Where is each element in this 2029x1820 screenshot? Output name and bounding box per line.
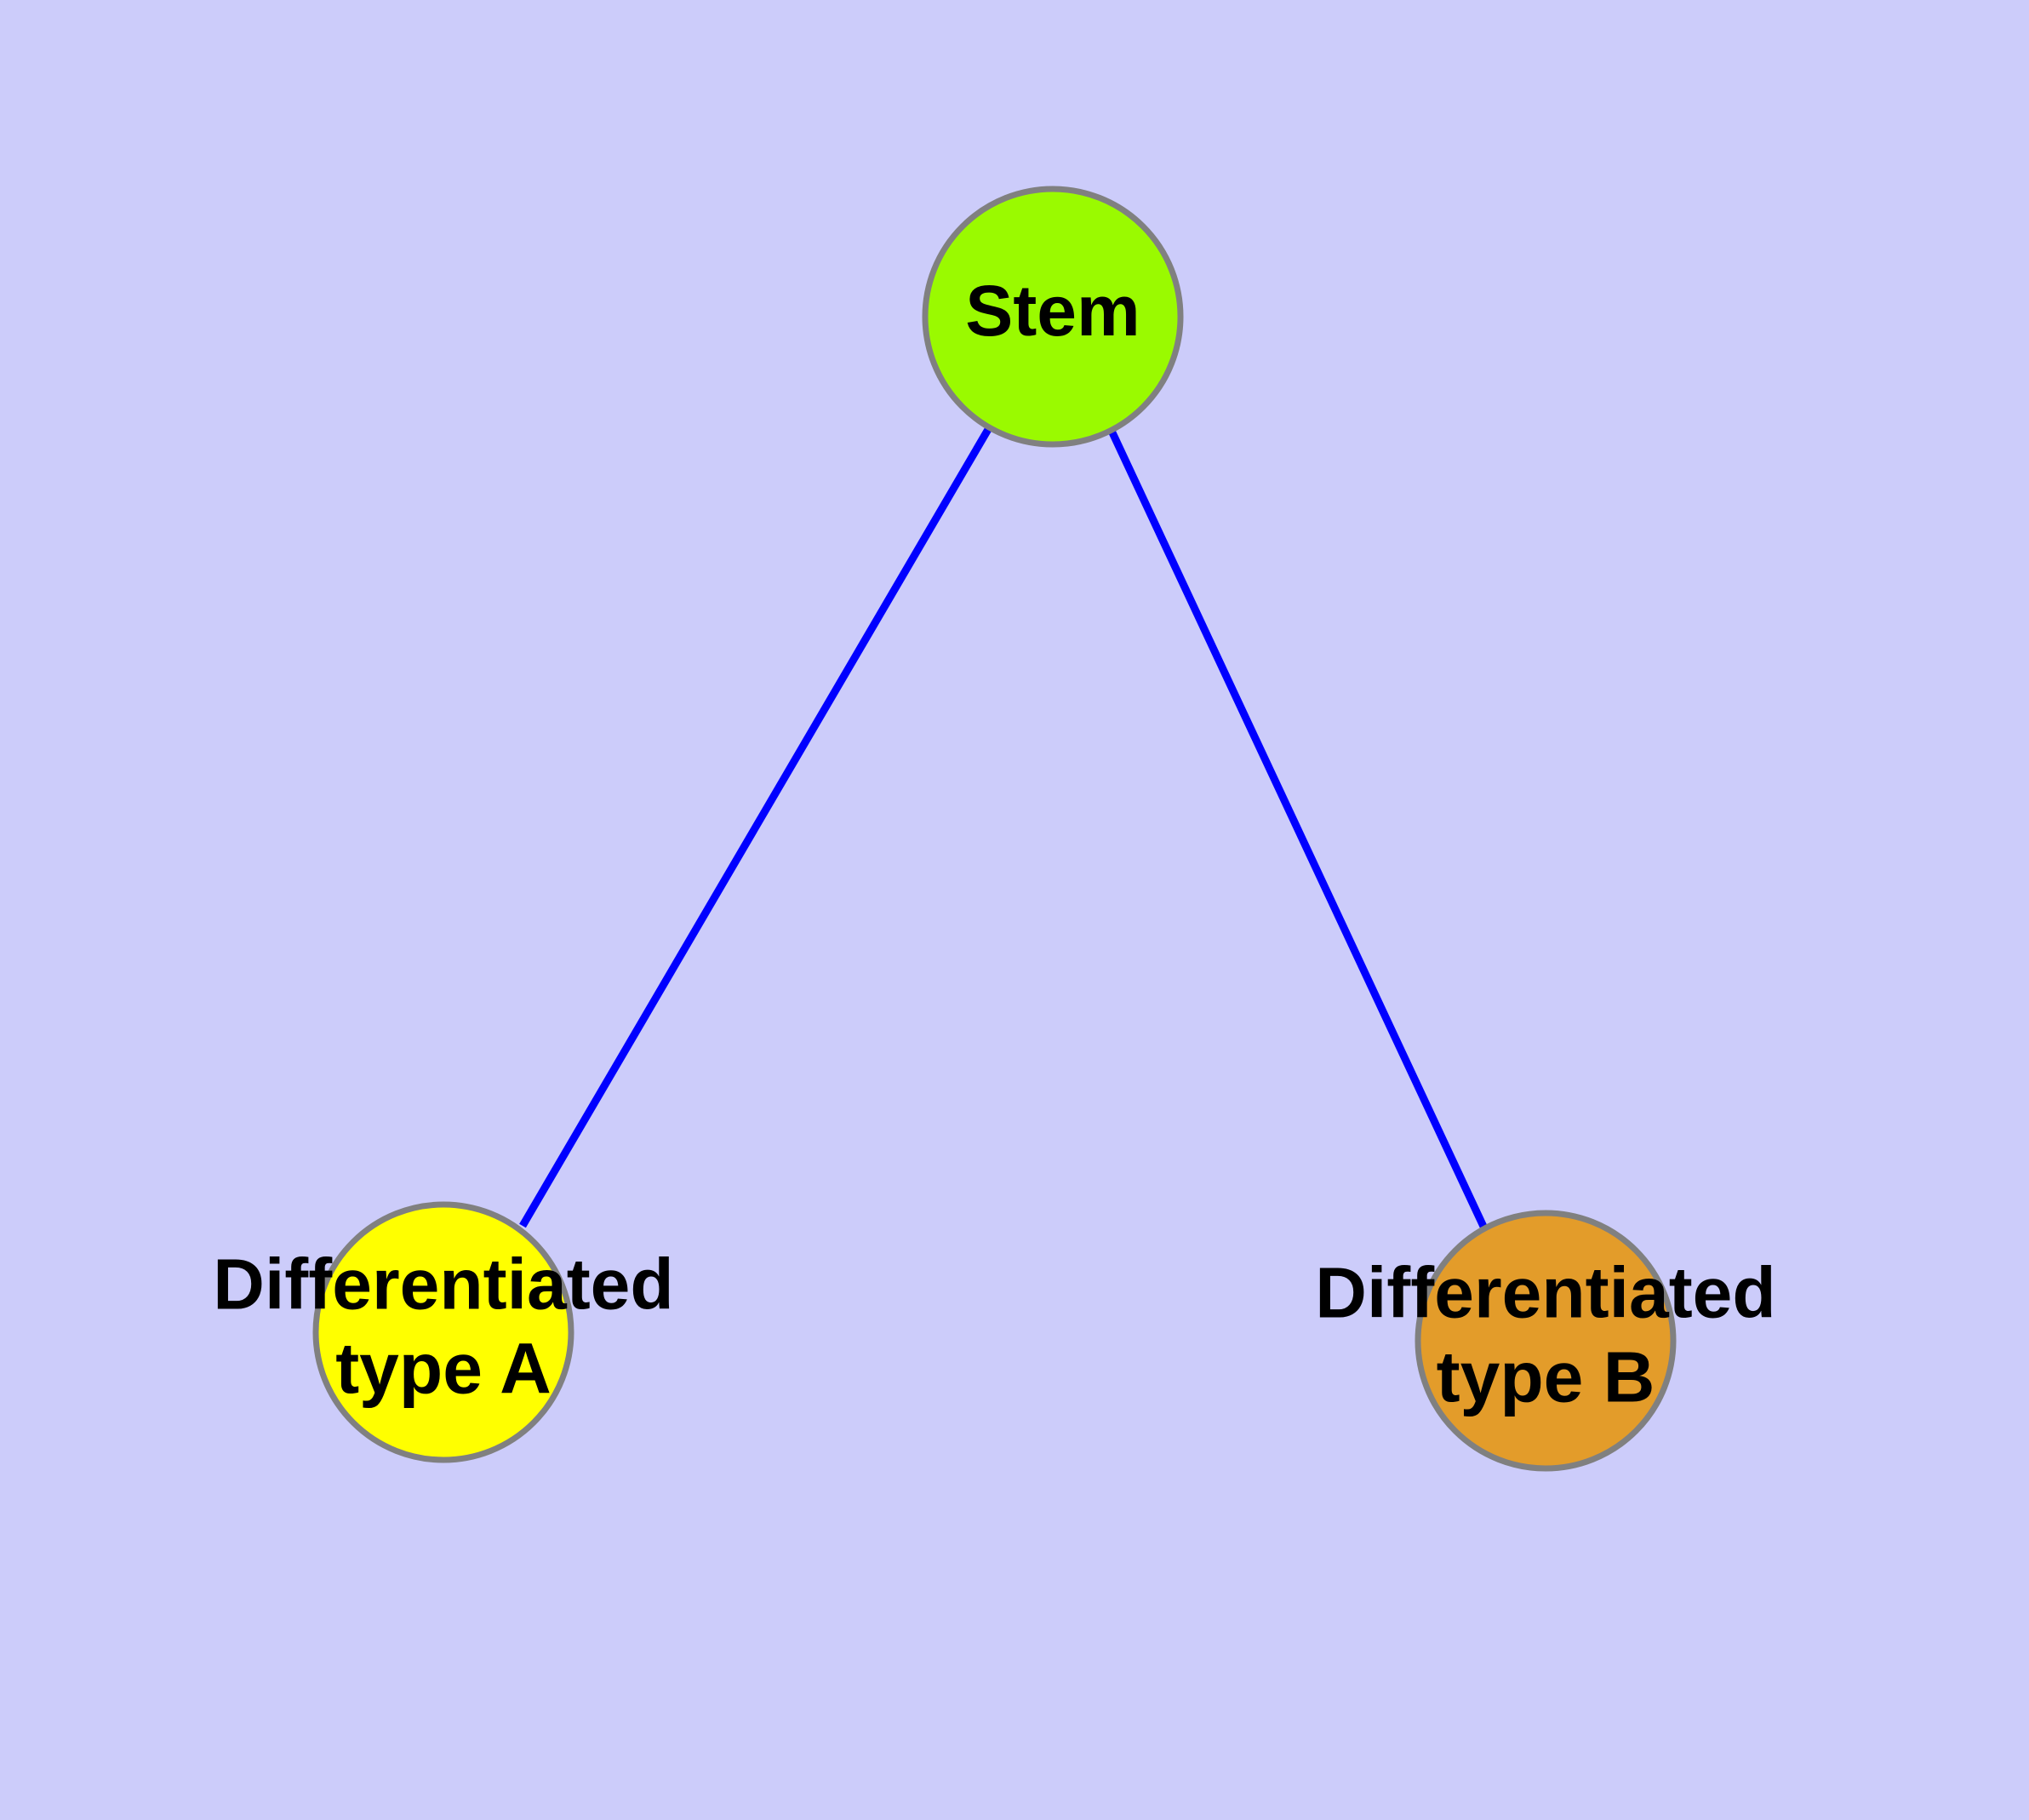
node-stem[interactable]: Stem <box>922 186 1184 448</box>
node-stem-label: Stem <box>965 271 1140 351</box>
edge-stem-to-differentiated-type-b[interactable] <box>1107 429 1489 1232</box>
node-stem-circle[interactable] <box>922 186 1184 448</box>
node-differentiated-type-a-circle[interactable] <box>312 1201 574 1463</box>
edge-stem-to-differentiated-type-a[interactable] <box>519 424 993 1228</box>
node-differentiated-type-b-circle[interactable] <box>1415 1210 1677 1472</box>
